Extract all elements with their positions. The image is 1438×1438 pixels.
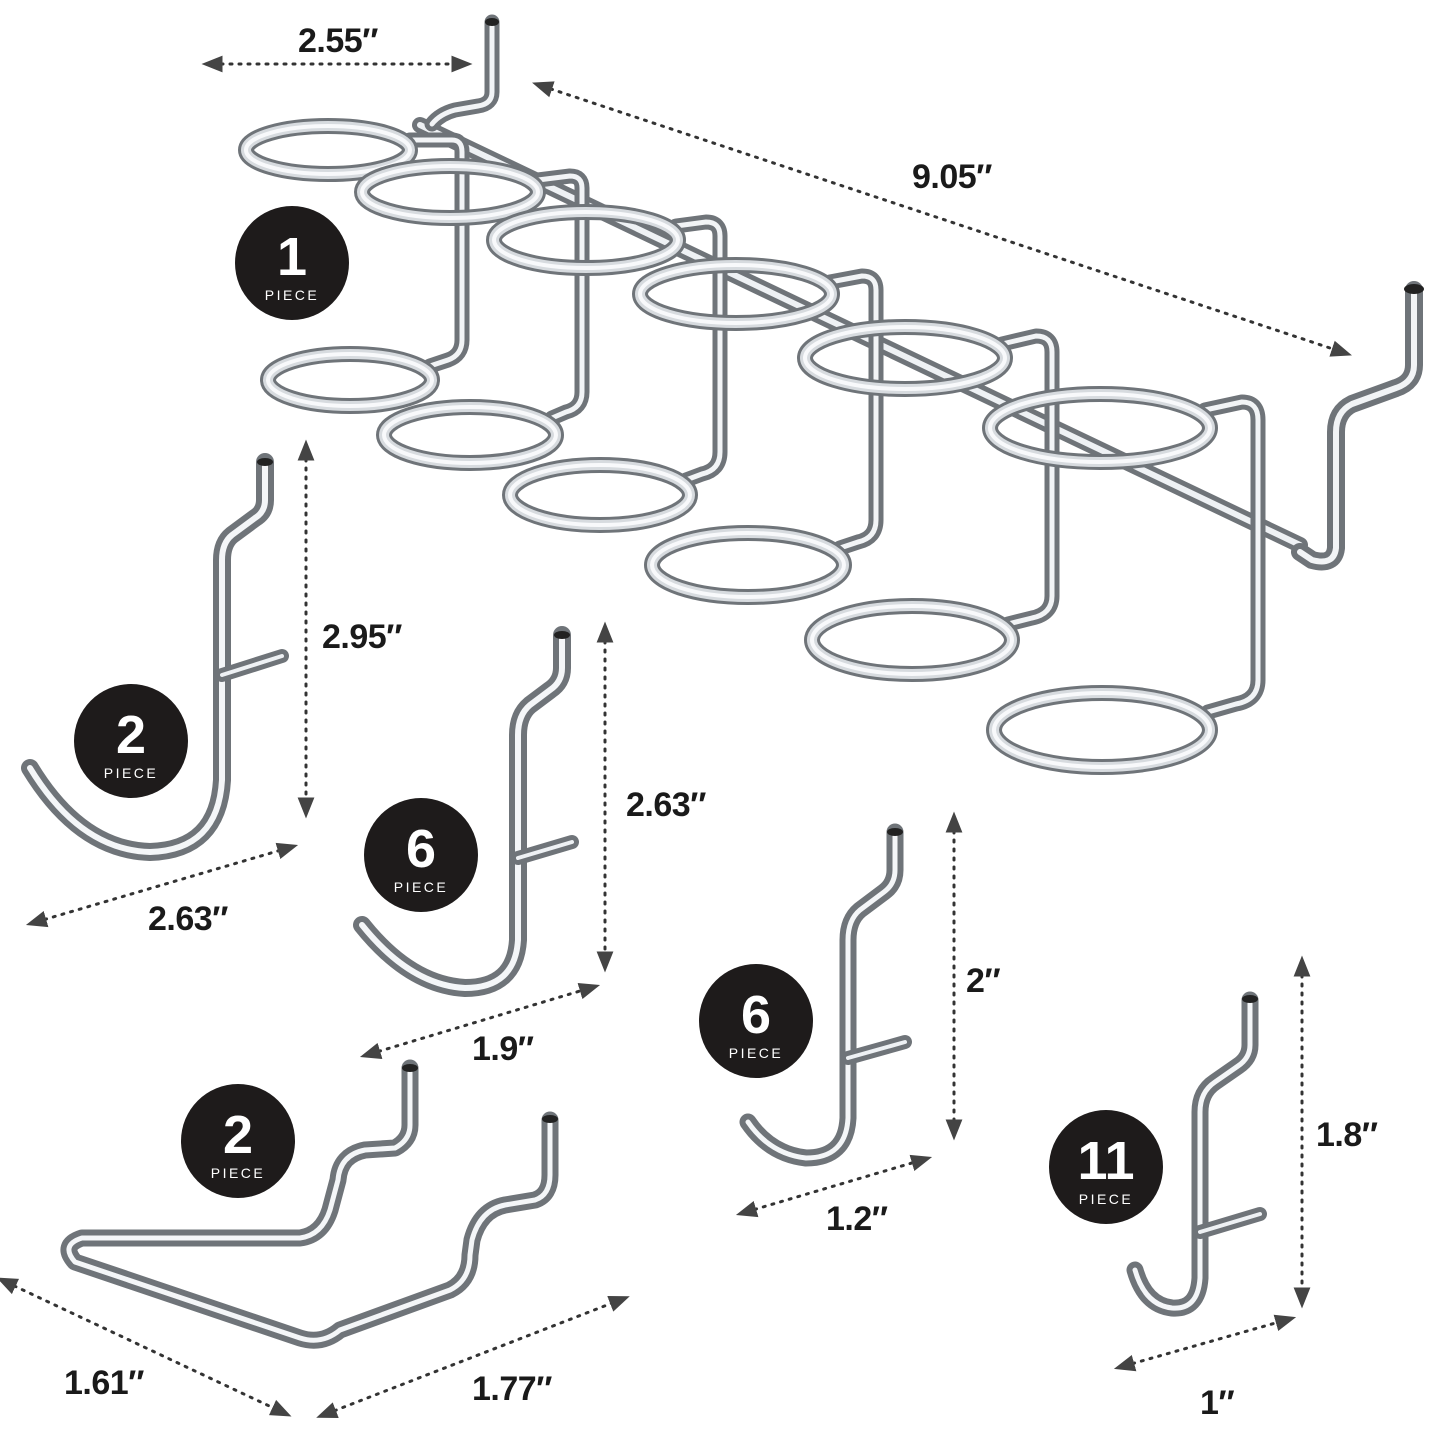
rack-peg-right (1291, 281, 1424, 571)
piece-unit: PIECE (728, 1045, 784, 1061)
large-j-hook (21, 453, 289, 861)
piece-count-badge-large-hook: 2 PIECE (74, 684, 188, 798)
dim-medium-hook-height-label: 2.63″ (626, 786, 706, 824)
piece-count-badge-bracket: 2 PIECE (181, 1084, 295, 1198)
piece-unit: PIECE (210, 1165, 266, 1181)
piece-count-badge-medium-hook: 6 PIECE (364, 798, 478, 912)
small-j-hook (739, 823, 912, 1167)
dim-mini-hook-height-label: 1.8″ (1316, 1116, 1378, 1154)
piece-count: 11 (1077, 1131, 1135, 1191)
dim-rack-length-label: 9.05″ (912, 158, 992, 196)
dim-bracket-width-label: 1.77″ (472, 1370, 552, 1408)
dim-rack-depth-label: 2.55″ (298, 22, 378, 60)
piece-count: 2 (115, 705, 147, 765)
piece-count-badge-small-hook: 6 PIECE (699, 964, 813, 1078)
piece-unit: PIECE (264, 287, 320, 303)
rack-peg-left (424, 14, 500, 132)
piece-count-badge-mini-hook: 11 PIECE (1049, 1110, 1163, 1224)
dim-line-bracket-width (316, 1295, 630, 1419)
tool-holder-rack (238, 14, 1424, 775)
piece-unit: PIECE (1078, 1191, 1134, 1207)
medium-j-hook (353, 626, 579, 997)
dim-line-rack-length (532, 81, 1352, 357)
piece-count: 2 (222, 1105, 254, 1165)
rack-ring-pair-5 (797, 319, 1060, 682)
rack-ring-pair-6 (982, 386, 1266, 775)
piece-count: 6 (740, 985, 772, 1045)
dim-line-bracket-depth (0, 1277, 292, 1417)
piece-unit: PIECE (103, 765, 159, 781)
dim-large-hook-height-label: 2.95″ (322, 618, 402, 656)
rack-ring-pair-4 (632, 257, 884, 605)
piece-count-badge-tool-holder: 1 PIECE (235, 206, 349, 320)
v-bracket (60, 1059, 559, 1349)
dim-line-medium-hook-width (359, 982, 601, 1060)
piece-count: 1 (276, 227, 308, 287)
dimension-lines (0, 55, 1352, 1419)
dim-bracket-depth-label: 1.61″ (64, 1364, 144, 1402)
mini-j-hook (1126, 991, 1267, 1317)
dim-small-hook-width-label: 1.2″ (826, 1200, 888, 1238)
piece-count: 6 (405, 819, 437, 879)
piece-unit: PIECE (393, 879, 449, 895)
rack-ring-pair-1 (238, 118, 470, 414)
dim-large-hook-width-label: 2.63″ (148, 900, 228, 938)
dim-mini-hook-width-label: 1″ (1200, 1384, 1235, 1422)
dim-medium-hook-width-label: 1.9″ (472, 1030, 534, 1068)
dim-line-small-hook-width (735, 1154, 933, 1218)
dim-line-mini-hook-width (1113, 1314, 1297, 1372)
dim-small-hook-height-label: 2″ (966, 962, 1001, 1000)
dim-line-large-hook-width (25, 842, 299, 928)
